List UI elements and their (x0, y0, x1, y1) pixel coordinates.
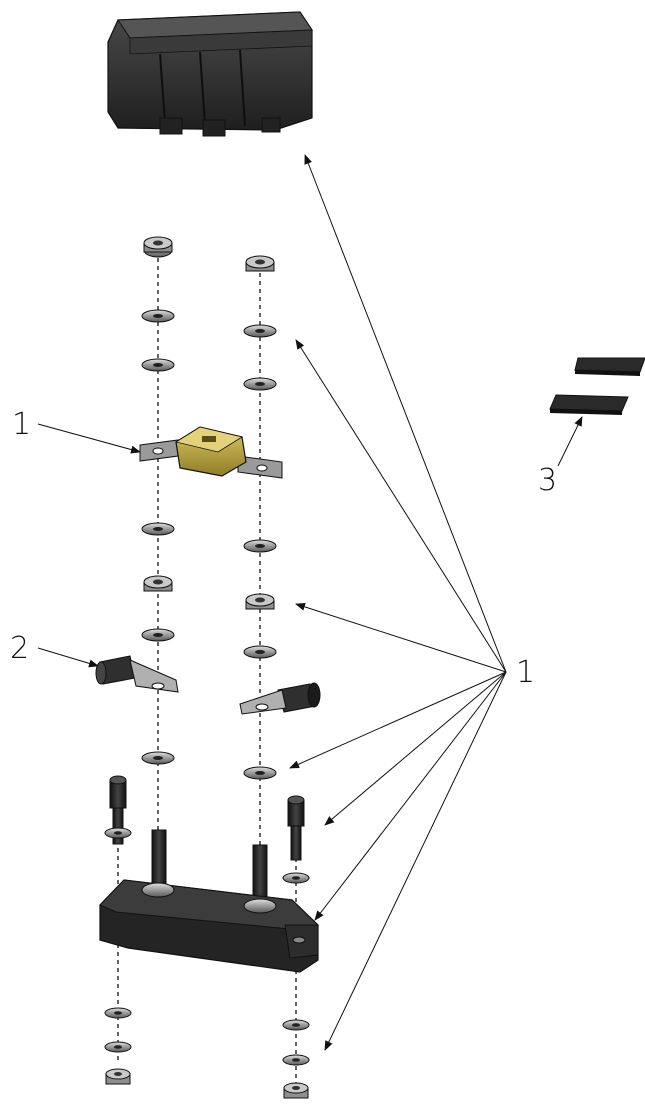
washer-icon (104, 827, 132, 839)
bottom-right-hardware (282, 1019, 310, 1099)
hex-nut-icon (283, 1082, 309, 1099)
washer-icon (243, 766, 277, 780)
hex-nut-icon (143, 575, 173, 592)
cap-screw-icon (287, 795, 305, 861)
washer-icon (141, 309, 175, 323)
adhesive-pad-icon (574, 357, 645, 376)
callout-hardware: 1 (516, 655, 535, 690)
hex-nut-icon (245, 255, 275, 272)
callout-leaders (37, 154, 583, 1051)
washer-icon (141, 522, 175, 536)
washer-icon (282, 1054, 310, 1066)
washer-icon (243, 377, 277, 391)
callout-pads: 3 (538, 463, 557, 498)
strip-fuse-icon (139, 426, 283, 479)
hex-nut-icon (245, 593, 275, 610)
washer-icon (104, 1007, 132, 1019)
washer-icon (243, 645, 277, 659)
left-stack-hardware (141, 236, 175, 765)
adhesive-pad-icon (549, 394, 629, 415)
cable-lug-icon (239, 682, 321, 715)
washer-icon (141, 358, 175, 372)
washer-icon (243, 539, 277, 553)
hex-nut-icon (105, 1068, 131, 1085)
hex-nut-icon (143, 236, 173, 258)
callout-fuse: 1 (12, 407, 31, 442)
washer-icon (141, 628, 175, 642)
cable-lug-icon (95, 655, 179, 693)
callout-lug: 2 (10, 631, 29, 666)
washer-icon (104, 1041, 132, 1053)
washer-icon (141, 751, 175, 765)
fuse-holder-base (99, 829, 319, 973)
washer-icon (282, 872, 310, 884)
bottom-left-hardware (104, 1007, 132, 1085)
washer-icon (282, 1019, 310, 1031)
cap-screw-icon (109, 775, 127, 845)
fuse-holder-cover (107, 11, 313, 137)
washer-icon (243, 324, 277, 338)
right-stack-hardware (243, 255, 277, 780)
